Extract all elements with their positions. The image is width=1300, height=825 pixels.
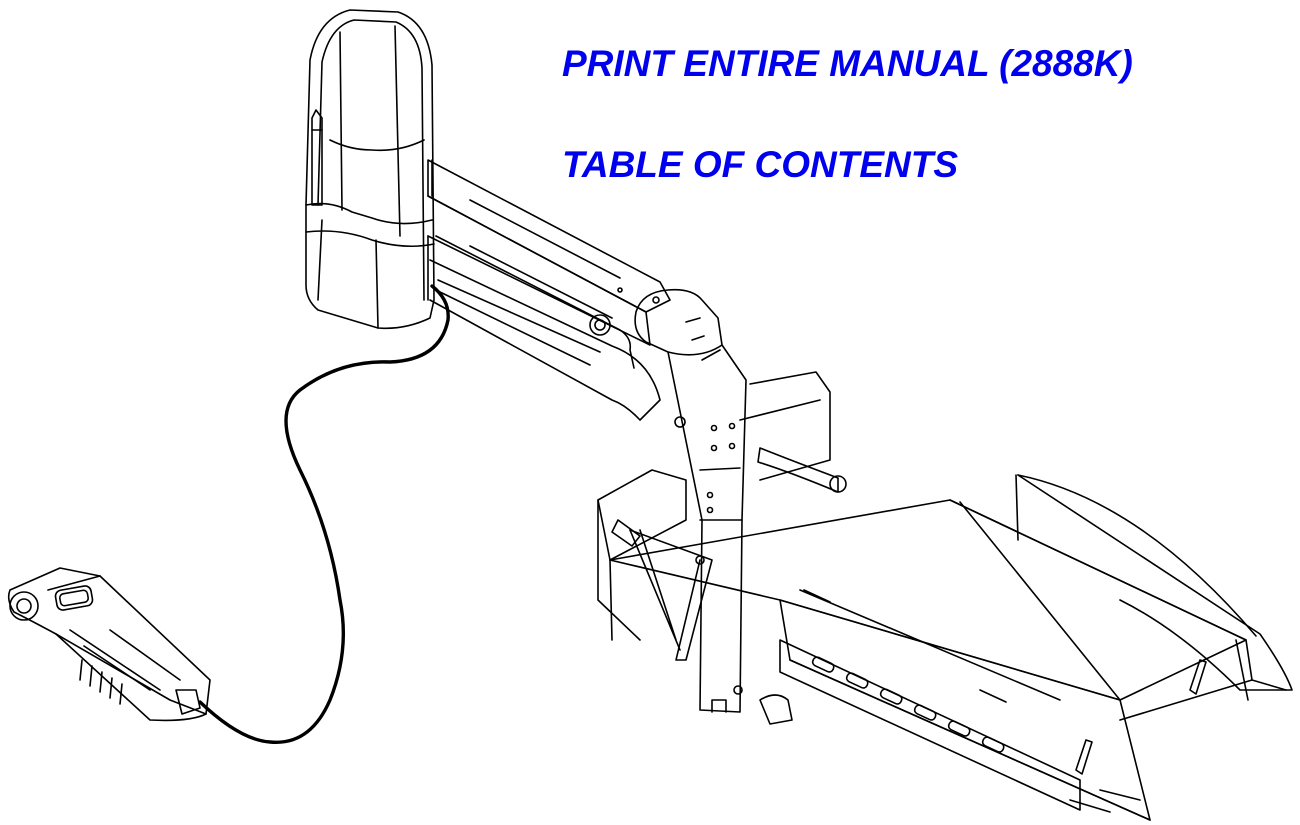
vertical-column (635, 290, 746, 712)
pendant-cable (200, 286, 448, 742)
print-entire-manual-link[interactable]: PRINT ENTIRE MANUAL (2888K) (562, 43, 1133, 84)
hand-pendant (9, 568, 210, 720)
table-of-contents-link[interactable]: TABLE OF CONTENTS (562, 144, 959, 185)
platform (598, 372, 1292, 820)
arm-assembly (428, 160, 670, 420)
tower-housing (306, 10, 434, 328)
